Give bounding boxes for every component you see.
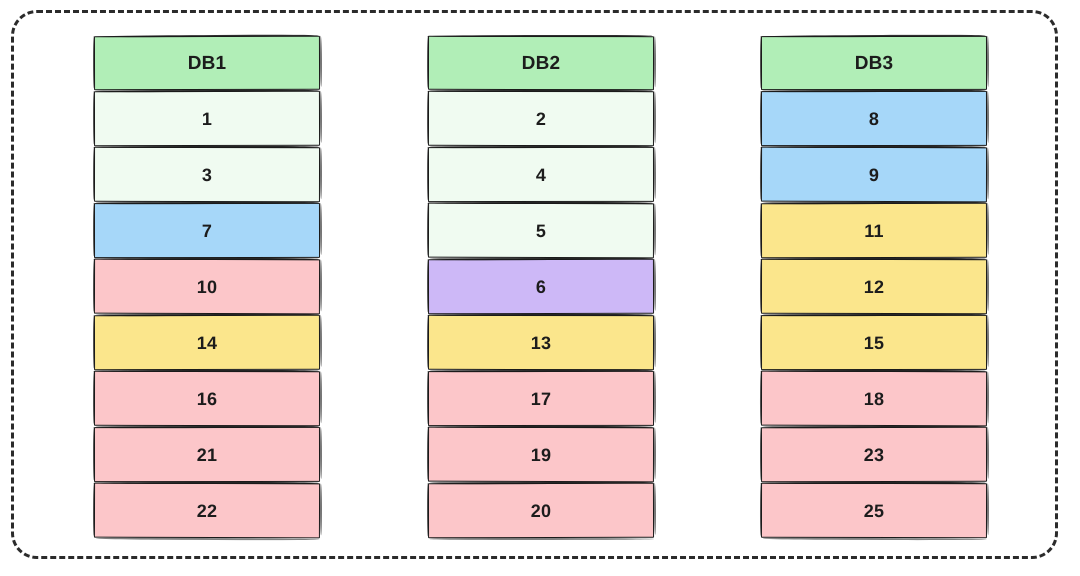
database-header-label: DB3 [854, 52, 894, 74]
record-cell-label: 3 [201, 164, 213, 185]
record-cell[interactable]: 22 [93, 482, 322, 541]
record-cell-label: 1 [201, 108, 213, 129]
record-cell[interactable]: 14 [93, 314, 322, 372]
record-cell[interactable]: 3 [93, 146, 322, 204]
record-cell-label: 2 [535, 108, 547, 129]
sketch-stroke-right [319, 259, 322, 312]
sketch-stroke-right [653, 482, 656, 535]
record-cell-label: 16 [196, 388, 218, 409]
sketch-stroke-right [653, 146, 656, 199]
database-header-label: DB2 [521, 52, 561, 74]
record-cell-label: 9 [868, 164, 880, 185]
record-cell-label: 13 [530, 332, 552, 353]
record-cell[interactable]: 7 [93, 202, 322, 260]
sketch-stroke-right [319, 90, 322, 143]
record-cell-label: 6 [535, 276, 547, 297]
sketch-stroke-right [986, 90, 989, 143]
sketch-stroke-right [986, 314, 989, 367]
database-header-db3[interactable]: DB3 [760, 35, 989, 92]
record-cell-label: 15 [863, 332, 885, 353]
sketch-stroke-right [319, 371, 322, 424]
sketch-stroke-right [319, 202, 322, 255]
record-cell[interactable]: 10 [93, 258, 322, 317]
database-header-db1[interactable]: DB1 [93, 35, 322, 92]
record-cell[interactable]: 13 [427, 314, 656, 372]
database-column-db1: DB1 1 3 7 10 14 16 21 22 [93, 35, 322, 541]
record-cell-label: 5 [535, 220, 547, 241]
record-cell-label: 10 [196, 276, 218, 297]
sketch-stroke-right [986, 371, 989, 424]
record-cell-label: 21 [196, 444, 218, 465]
record-cell-label: 23 [863, 444, 885, 465]
sketch-stroke-right [319, 35, 322, 87]
record-cell[interactable]: 23 [760, 426, 989, 484]
record-cell-label: 4 [535, 164, 547, 185]
record-cell-label: 8 [868, 108, 880, 129]
sketch-stroke-right [986, 147, 989, 200]
sketch-stroke-right [986, 35, 989, 87]
record-cell[interactable]: 12 [760, 258, 989, 316]
record-cell-label: 18 [863, 388, 885, 409]
sketch-stroke-right [653, 370, 656, 423]
record-cell-label: 12 [863, 276, 885, 297]
record-cell[interactable]: 25 [760, 482, 989, 540]
record-cell-label: 20 [530, 500, 552, 521]
database-header-db2[interactable]: DB2 [427, 35, 656, 92]
record-cell-label: 17 [530, 388, 552, 409]
database-column-db3: DB3 8 9 11 12 15 18 23 25 [760, 35, 989, 540]
record-cell[interactable]: 17 [427, 370, 656, 428]
record-cell[interactable]: 21 [93, 426, 322, 484]
record-cell[interactable]: 4 [427, 146, 656, 204]
record-cell[interactable]: 20 [427, 482, 656, 540]
sketch-stroke-right [653, 36, 656, 88]
sketch-stroke-right [653, 315, 656, 368]
record-cell[interactable]: 16 [93, 370, 322, 428]
record-cell-label: 14 [196, 332, 218, 353]
database-column-db2: DB2 2 4 5 6 13 17 19 20 [427, 35, 656, 540]
sketch-stroke-right [986, 202, 989, 255]
sketch-stroke-right [986, 483, 989, 536]
sketch-stroke-right [319, 147, 322, 200]
sketch-stroke-right [653, 203, 656, 256]
sketch-stroke-right [653, 427, 656, 480]
record-cell[interactable]: 1 [93, 90, 322, 148]
record-cell-label: 11 [864, 220, 884, 241]
record-cell[interactable]: 8 [760, 90, 989, 148]
record-cell[interactable]: 15 [760, 314, 989, 372]
sketch-stroke-bottom [762, 537, 987, 540]
record-cell[interactable]: 19 [427, 426, 656, 485]
record-cell-label: 19 [530, 444, 552, 465]
sketch-stroke-right [319, 314, 322, 367]
database-header-label: DB1 [187, 52, 227, 74]
record-cell[interactable]: 2 [427, 90, 656, 148]
record-cell[interactable]: 11 [760, 202, 989, 260]
record-cell-label: 7 [201, 220, 213, 241]
sketch-stroke-right [319, 426, 322, 479]
sketch-stroke-bottom [430, 537, 655, 540]
record-cell[interactable]: 6 [427, 258, 656, 316]
sketch-stroke-right [986, 426, 989, 479]
sketch-stroke-right [653, 91, 656, 144]
dashed-boundary [11, 10, 1058, 559]
record-cell-label: 25 [863, 500, 885, 521]
record-cell[interactable]: 18 [760, 370, 989, 429]
sketch-stroke-bottom [95, 536, 320, 541]
record-cell[interactable]: 5 [427, 202, 656, 261]
sketch-stroke-right [319, 483, 322, 536]
record-cell-label: 22 [196, 500, 218, 521]
sketch-stroke-right [986, 259, 989, 312]
sketch-stroke-right [653, 258, 656, 311]
record-cell[interactable]: 9 [760, 146, 989, 205]
